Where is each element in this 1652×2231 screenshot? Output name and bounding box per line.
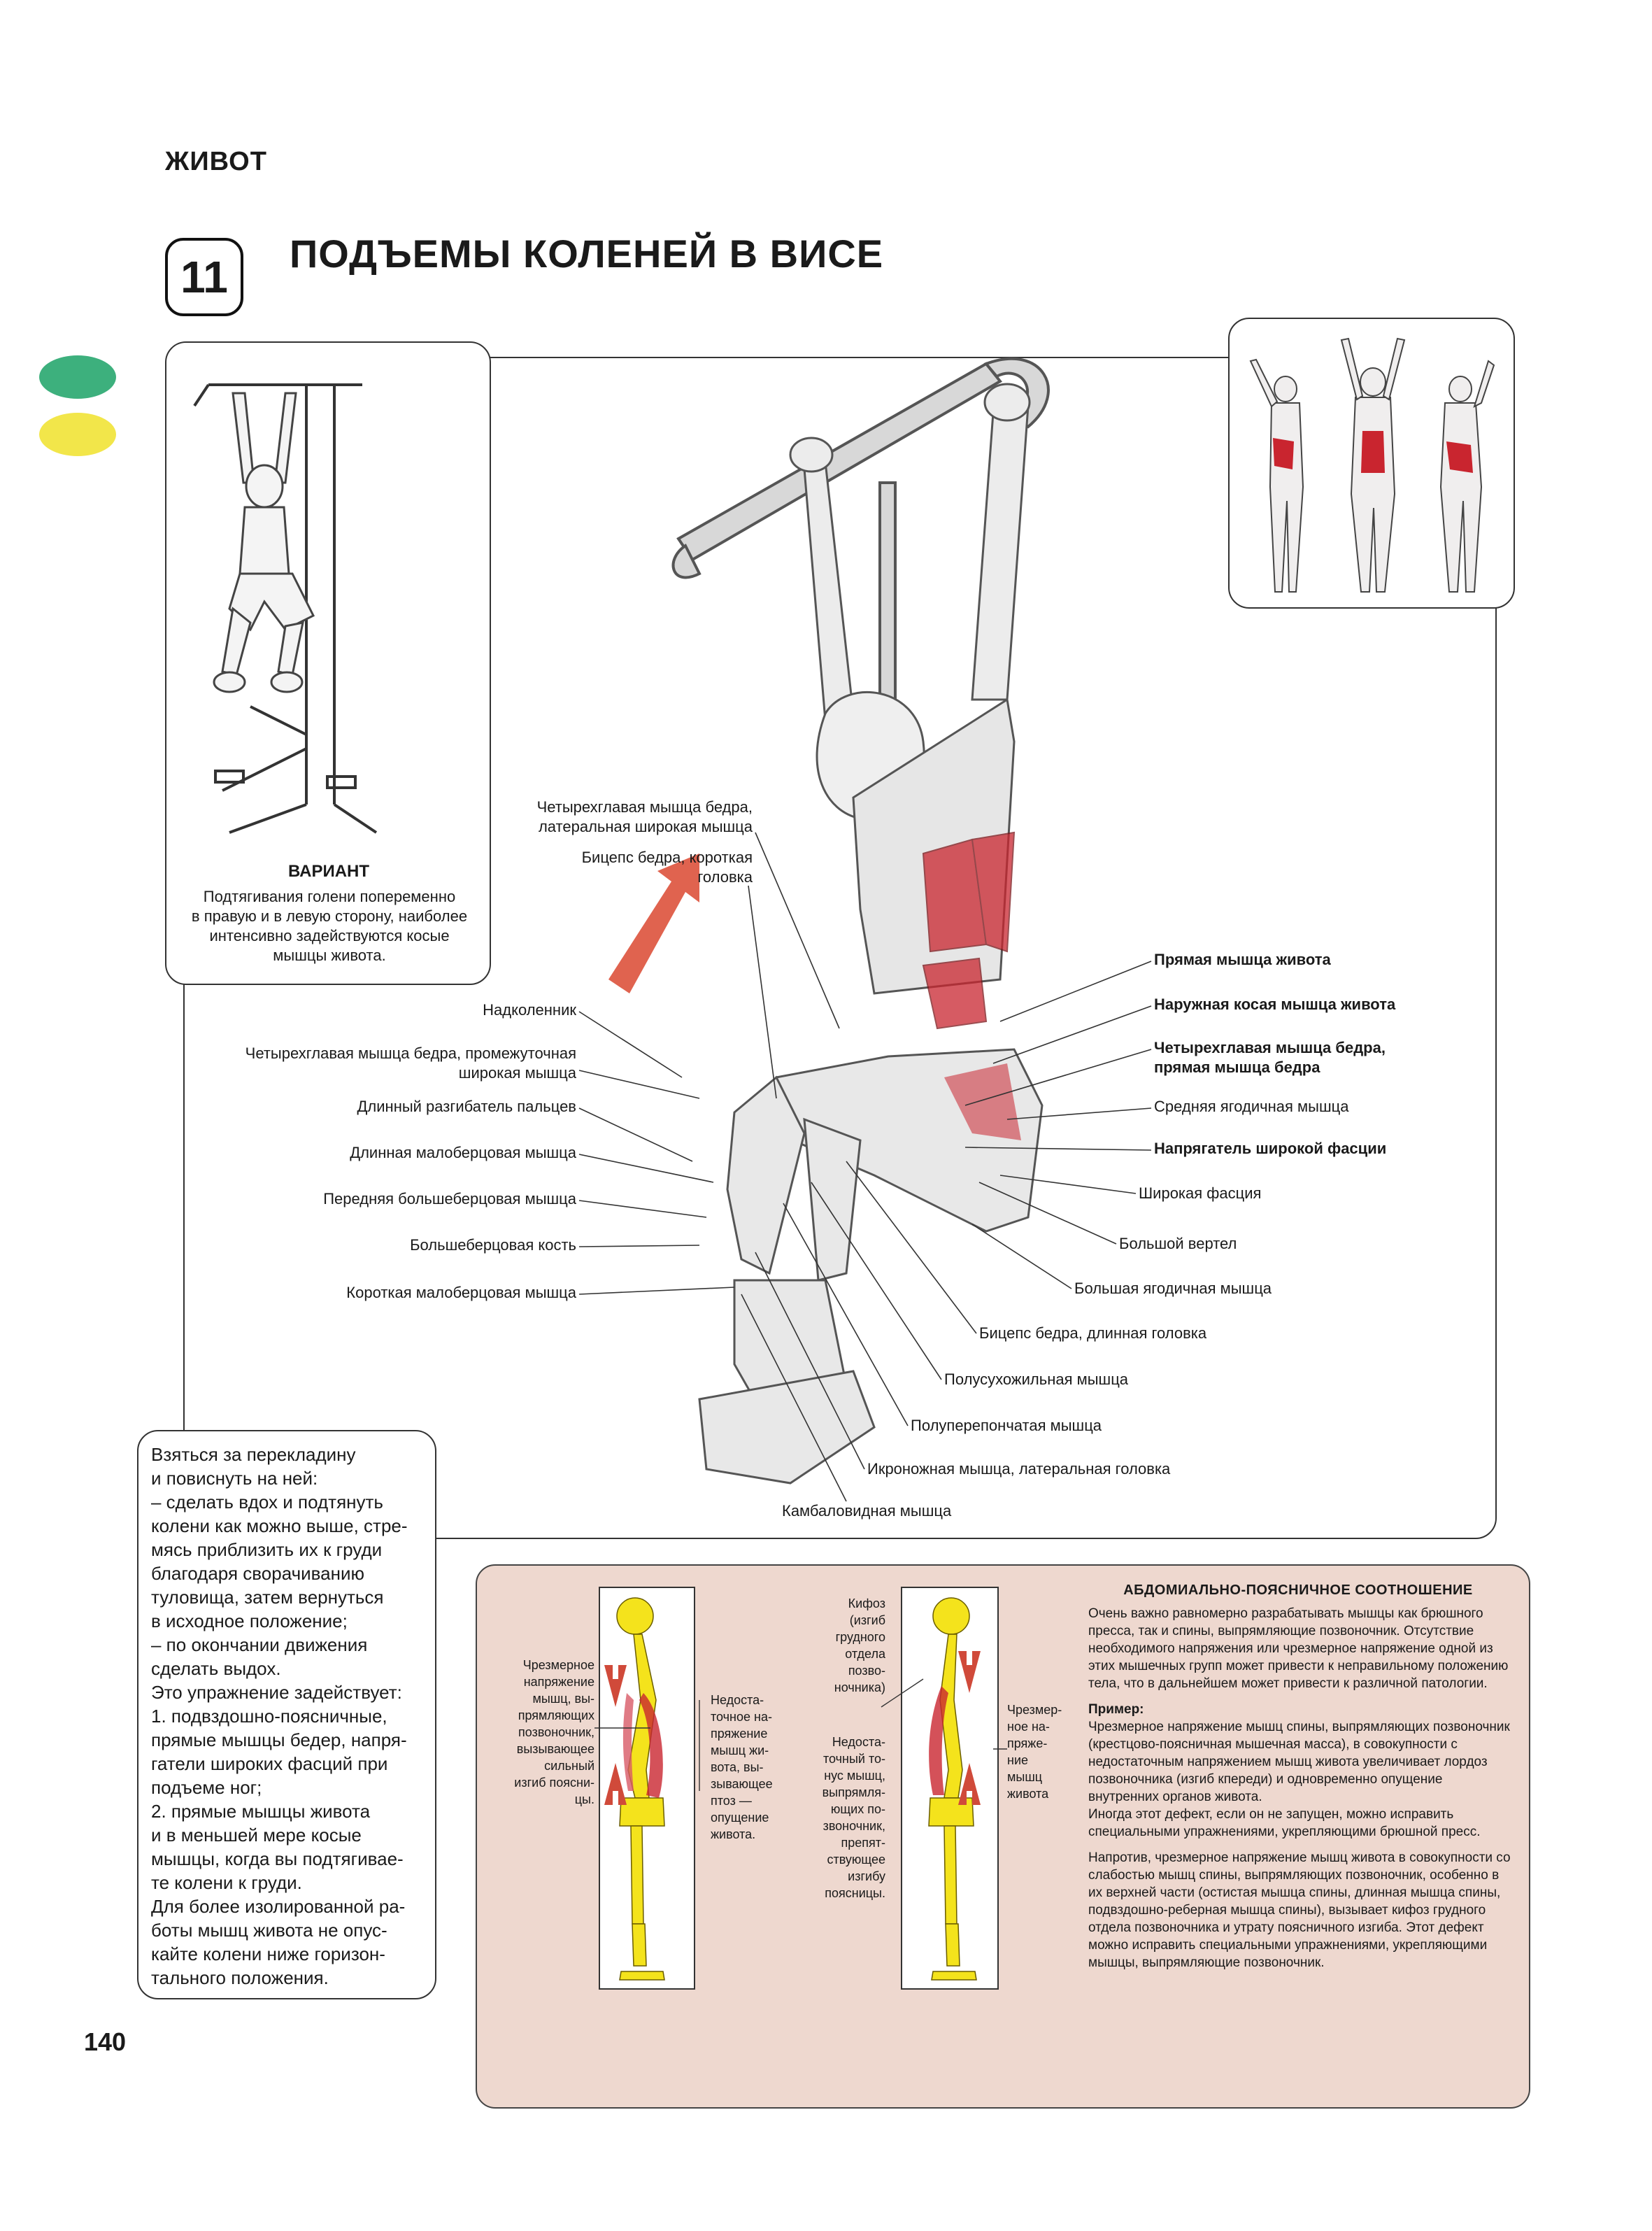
label-greater-trochanter: Большой вертел: [1119, 1235, 1237, 1252]
panel-title: АБДОМИАЛЬНО-ПОЯСНИЧНОЕ СООТНОШЕНИЕ: [1123, 1582, 1473, 1598]
label-semitendinosus: Полусухожильная мышца: [944, 1371, 1129, 1388]
variant-box: [165, 341, 491, 985]
variant-illustration: [193, 383, 378, 834]
label-rectus-femoris: Четырехглавая мышца бедра,прямая мышца б…: [1154, 1039, 1386, 1076]
label-rectus-abdominis: Прямая мышца живота: [1154, 951, 1331, 968]
exercise-title: ПОДЪЕМЫ КОЛЕНЕЙ В ВИСЕ: [290, 232, 884, 276]
variant-text: Подтягивания голени попеременно в правую…: [191, 888, 468, 964]
green-tab-marker: [39, 355, 116, 399]
page-number: 140: [84, 2027, 127, 2056]
exercise-number: 11: [165, 238, 243, 316]
label-gluteus-maximus: Большая ягодичная мышца: [1074, 1280, 1272, 1297]
section-title: ЖИВОТ: [165, 147, 267, 176]
skeleton-figure-kyphosis: [901, 1587, 999, 1990]
label-patella: Надколенник: [483, 1001, 576, 1019]
label-quadriceps-intermediate: Четырехглавая мышца бедра, промежуточная…: [245, 1044, 576, 1082]
label-soleus: Камбаловидная мышца: [782, 1502, 952, 1520]
label-gluteus-medius: Средняя ягодичная мышца: [1154, 1098, 1349, 1115]
label-tensor-fasciae-latae: Напрягатель широкой фасции: [1154, 1140, 1387, 1157]
variant-title: ВАРИАНТ: [287, 862, 370, 881]
label-tibialis-anterior: Передняя большеберцовая мышца: [323, 1190, 576, 1207]
main-exercise-illustration: [608, 357, 1050, 1485]
panel-body: Очень важно равномерно разрабатывать мыш…: [1088, 1606, 1511, 1970]
yellow-tab-marker: [39, 413, 116, 456]
label-extensor-digitorum: Длинный разгибатель пальцев: [357, 1098, 576, 1115]
label-tibia: Большеберцовая кость: [410, 1236, 576, 1254]
label-fascia-lata: Широкая фасция: [1139, 1184, 1262, 1202]
anatomy-thumbnail: [1228, 318, 1515, 609]
label-semimembranosus: Полуперепончатая мышца: [911, 1417, 1102, 1434]
fig2-left-caption: Недоста-точный то- нус мышц,выпрямля- ющ…: [822, 1735, 885, 1900]
label-biceps-long-head: Бицепс бедра, длинная головка: [979, 1324, 1207, 1342]
label-gastrocnemius-lateral: Икроножная мышца, латеральная головка: [867, 1460, 1171, 1478]
label-peroneus-brevis: Короткая малоберцовая мышца: [346, 1284, 576, 1301]
label-peroneus-longus: Длинная малоберцовая мышца: [350, 1144, 576, 1161]
label-quadriceps-lateral: Четырехглавая мышца бедра,латеральная ши…: [536, 798, 753, 835]
label-external-oblique: Наружная косая мышца живота: [1154, 996, 1396, 1013]
